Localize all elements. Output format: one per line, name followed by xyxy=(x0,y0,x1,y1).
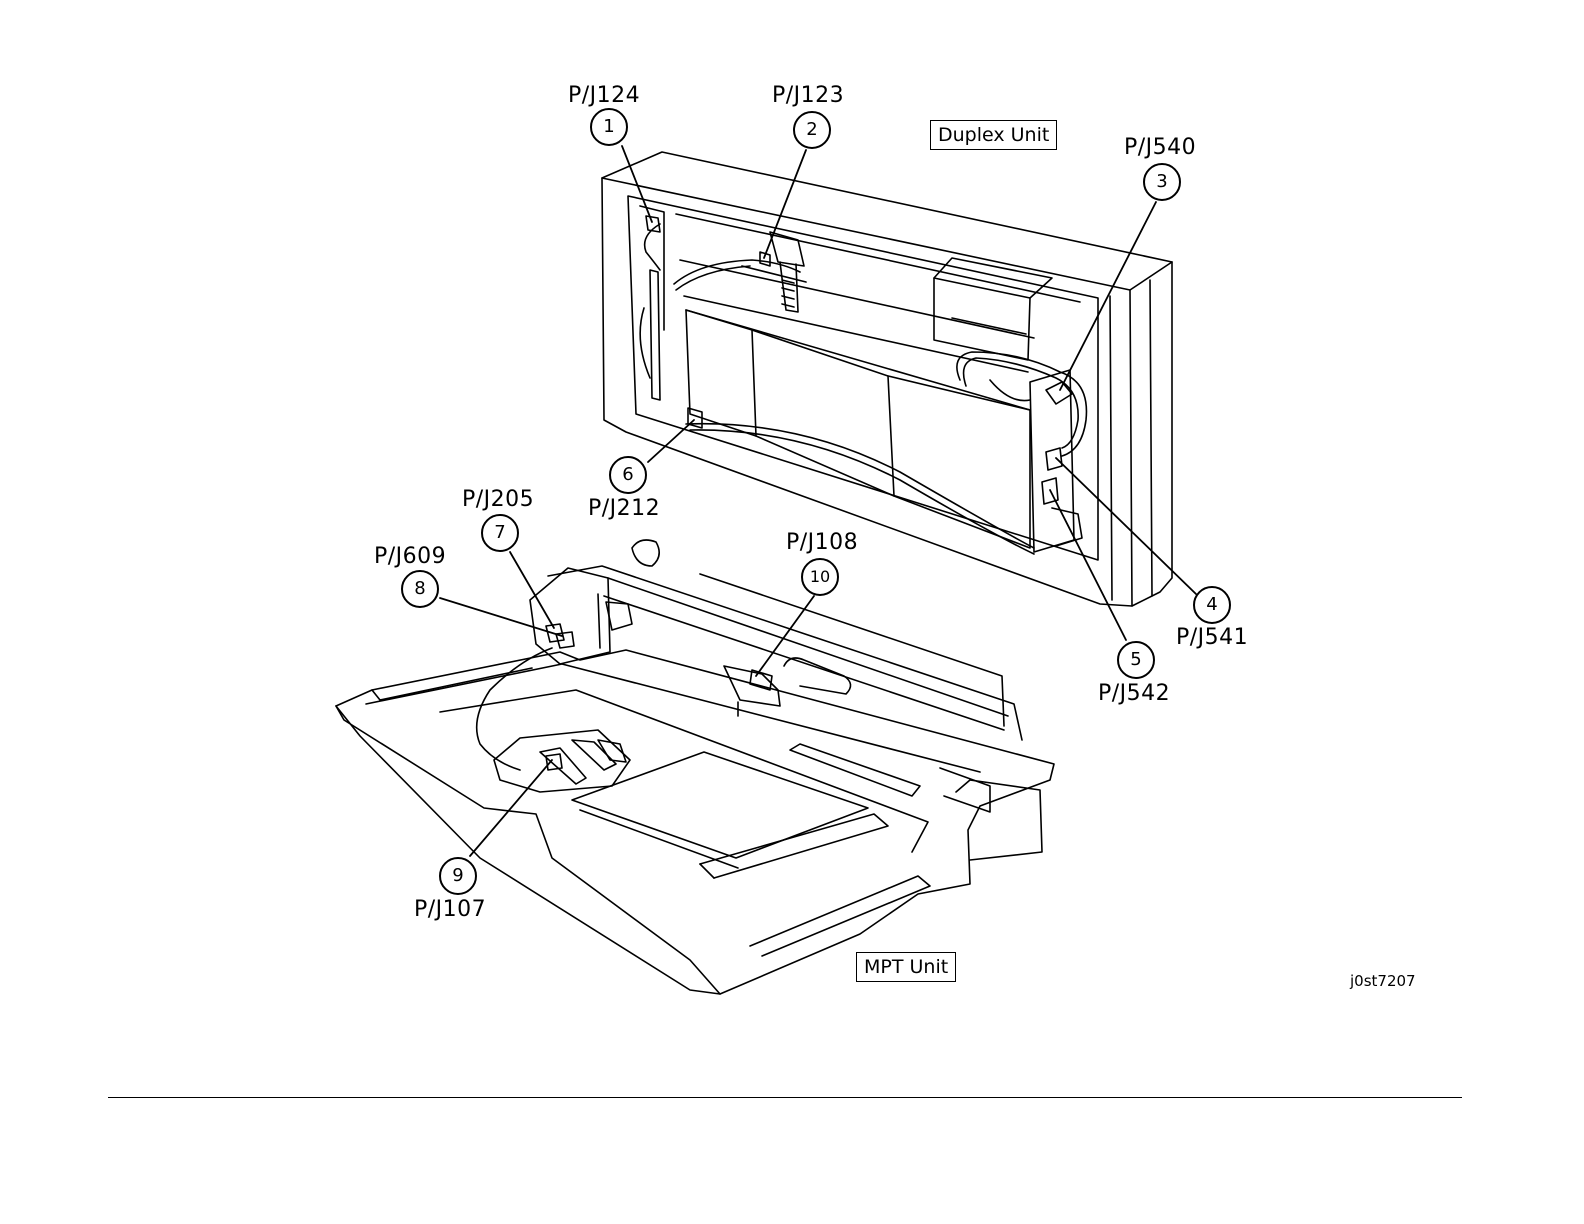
connector-label-pj542: P/J542 xyxy=(1098,682,1170,706)
callout-5: 5 xyxy=(1117,641,1155,679)
connector-label-pj609: P/J609 xyxy=(374,545,446,569)
footer-divider xyxy=(108,1097,1462,1098)
duplex-unit-drawing xyxy=(602,152,1172,606)
connector-label-pj124: P/J124 xyxy=(568,84,640,108)
connector-label-pj107: P/J107 xyxy=(414,898,486,922)
connector-label-pj541: P/J541 xyxy=(1176,626,1248,650)
callout-7: 7 xyxy=(481,514,519,552)
callout-1: 1 xyxy=(590,108,628,146)
callout-6: 6 xyxy=(609,456,647,494)
duplex-unit-label: Duplex Unit xyxy=(930,120,1057,150)
connector-label-pj212: P/J212 xyxy=(588,497,660,521)
callout-9: 9 xyxy=(439,857,477,895)
callout-10: 10 xyxy=(801,558,839,596)
connector-label-pj540: P/J540 xyxy=(1124,136,1196,160)
connector-label-pj108: P/J108 xyxy=(786,531,858,555)
callout-2: 2 xyxy=(793,111,831,149)
callout-8: 8 xyxy=(401,570,439,608)
mpt-unit-drawing xyxy=(336,540,1054,994)
figure-id: j0st7207 xyxy=(1350,972,1416,990)
mpt-unit-label: MPT Unit xyxy=(856,952,956,982)
callout-3: 3 xyxy=(1143,163,1181,201)
connector-label-pj123: P/J123 xyxy=(772,84,844,108)
callout-4: 4 xyxy=(1193,586,1231,624)
connector-label-pj205: P/J205 xyxy=(462,488,534,512)
